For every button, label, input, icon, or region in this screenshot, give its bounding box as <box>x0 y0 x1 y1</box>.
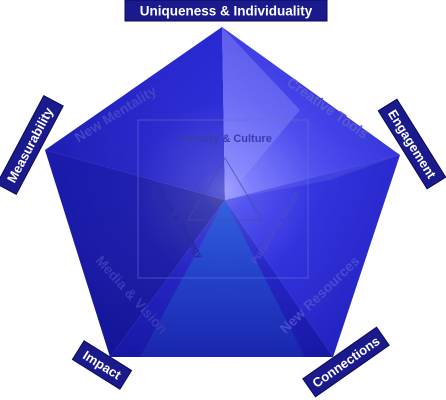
corner-label-top: Uniqueness & Individuality <box>124 0 328 22</box>
inner-label-identity-culture: Identity & Culture <box>180 133 272 145</box>
center-highlight <box>222 27 300 200</box>
center-highlight-2 <box>225 155 400 200</box>
corner-label-bottom-left: Impact <box>71 340 133 390</box>
svg-text:Measurability: Measurability <box>4 104 57 185</box>
pentagon <box>45 27 400 357</box>
svg-text:Uniqueness & Individuality: Uniqueness & Individuality <box>140 4 313 19</box>
center-glow <box>45 27 400 357</box>
inner-square <box>137 119 309 279</box>
inner-triangle <box>187 157 263 221</box>
